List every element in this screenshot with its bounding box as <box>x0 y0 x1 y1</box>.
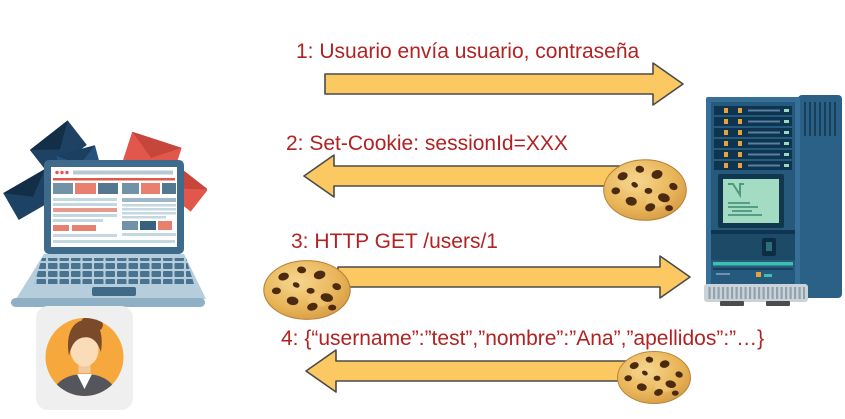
message-2-label: 2: Set-Cookie: sessionId=XXX <box>286 132 568 155</box>
message-4-arrow-left-icon <box>305 349 653 393</box>
message-3-label: 3: HTTP GET /users/1 <box>291 230 498 253</box>
laptop-screen <box>44 160 184 254</box>
message-1-label: 1: Usuario envía usuario, contraseña <box>296 40 640 63</box>
server-illustration <box>704 95 842 306</box>
cookie-icon <box>602 158 688 222</box>
laptop-keyboard <box>11 254 206 307</box>
server-screen <box>718 174 784 228</box>
cookie-icon <box>616 350 692 405</box>
server-vents <box>804 102 836 136</box>
message-2-arrow-left-icon <box>303 154 653 198</box>
message-4-label: 4: {“username”:”test”,”nombre”:”Ana”,”ap… <box>281 327 765 350</box>
user-avatar <box>36 306 133 410</box>
message-3-arrow-right-icon <box>337 255 691 299</box>
message-1-arrow-right-icon <box>324 62 684 106</box>
client-laptop-illustration <box>3 120 207 307</box>
cookie-icon <box>262 259 352 321</box>
